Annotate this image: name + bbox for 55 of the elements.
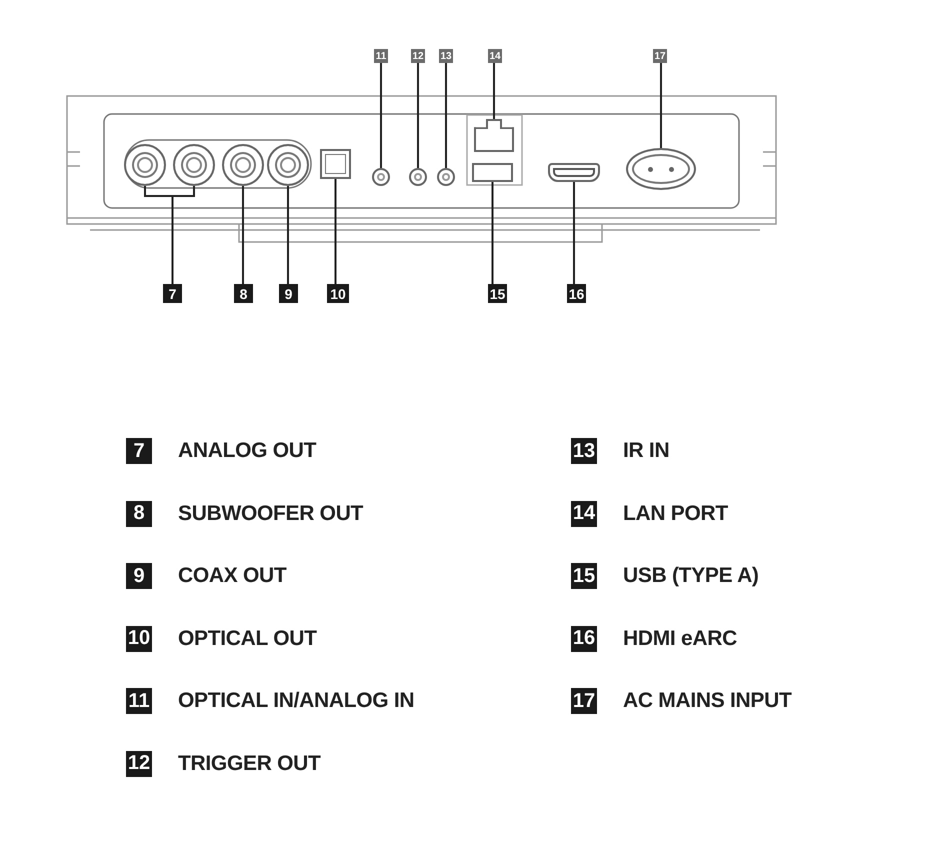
callout-number: 7 xyxy=(163,284,182,303)
port-name: IR IN xyxy=(623,439,670,463)
callout-number: 8 xyxy=(126,500,152,526)
callout-number: 8 xyxy=(234,284,253,303)
leader-line xyxy=(172,186,195,284)
callout-number: 10 xyxy=(327,284,349,303)
rca-jack xyxy=(267,144,309,186)
callout-number: 9 xyxy=(279,284,298,303)
callout-number: 12 xyxy=(411,49,425,63)
rca-jack xyxy=(124,144,166,186)
leader-line xyxy=(417,63,419,168)
leader-line xyxy=(660,63,662,148)
callout-number: 13 xyxy=(571,438,597,464)
callout-number: 14 xyxy=(488,49,502,63)
lan-port xyxy=(474,119,514,152)
optical-port xyxy=(320,149,351,179)
port-name: TRIGGER OUT xyxy=(178,752,321,776)
callout-number: 12 xyxy=(126,750,152,776)
callout-number: 16 xyxy=(567,284,586,303)
callout-number: 17 xyxy=(653,49,667,63)
port-name: HDMI eARC xyxy=(623,626,737,650)
port-name: SUBWOOFER OUT xyxy=(178,502,364,526)
mini-jack xyxy=(409,168,427,186)
port-name: AC MAINS INPUT xyxy=(623,689,792,713)
rca-jack xyxy=(222,144,264,186)
callout-number: 7 xyxy=(126,438,152,464)
leader-line xyxy=(242,186,244,284)
callout-number: 16 xyxy=(571,626,597,652)
callout-number: 15 xyxy=(571,563,597,589)
callout-number: 14 xyxy=(571,500,597,526)
hdmi-port xyxy=(548,163,600,182)
callout-number: 11 xyxy=(126,688,152,714)
callout-number: 11 xyxy=(374,49,388,63)
callout-number: 15 xyxy=(488,284,507,303)
leader-line xyxy=(380,63,382,168)
leader-line xyxy=(287,186,289,284)
port-name: ANALOG OUT xyxy=(178,439,316,463)
callout-number: 13 xyxy=(439,49,453,63)
callout-number: 17 xyxy=(571,688,597,714)
port-name: OPTICAL OUT xyxy=(178,626,317,650)
mini-jack xyxy=(437,168,455,186)
usb-port xyxy=(472,163,513,182)
callout-number: 9 xyxy=(126,563,152,589)
port-name: USB (TYPE A) xyxy=(623,564,759,588)
leader-line xyxy=(492,182,494,284)
callout-number: 10 xyxy=(126,626,152,652)
port-name: OPTICAL IN/ANALOG IN xyxy=(178,689,414,713)
leader-line xyxy=(493,63,495,119)
leader-line xyxy=(573,182,575,284)
rca-jack xyxy=(173,144,215,186)
leader-line xyxy=(334,179,336,284)
port-name: LAN PORT xyxy=(623,502,728,526)
mini-jack xyxy=(372,168,390,186)
leader-line xyxy=(445,63,447,168)
port-name: COAX OUT xyxy=(178,564,286,588)
